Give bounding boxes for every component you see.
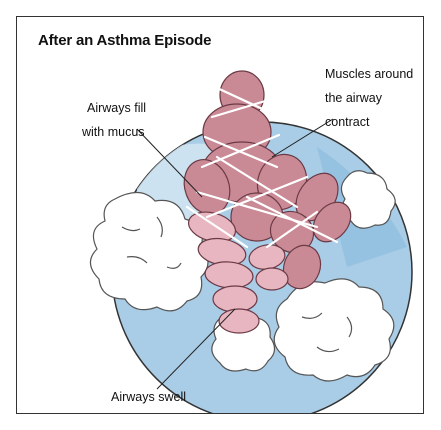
label-mucus-line2: with mucus xyxy=(82,123,145,141)
label-airways-swell: Airways swell xyxy=(111,388,186,406)
label-muscles-line3: contract xyxy=(325,113,369,131)
diagram-frame: After an Asthma Episode xyxy=(16,16,424,414)
label-muscles-line1: Muscles around xyxy=(325,65,413,83)
label-mucus-line1: Airways fill xyxy=(87,99,146,117)
label-muscles-line2: the airway xyxy=(325,89,382,107)
